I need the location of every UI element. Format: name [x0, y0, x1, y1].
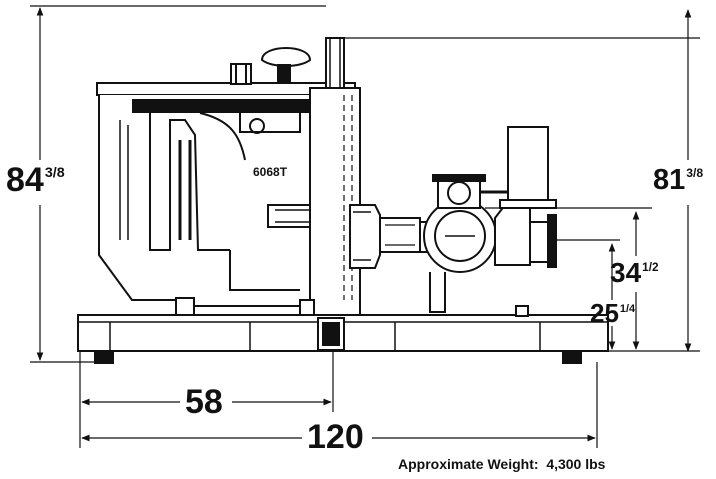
outlet-height-dimension: 341/2 [610, 257, 659, 288]
center-length-dimension: 58 [185, 383, 223, 421]
base-frame [77, 297, 609, 364]
pump [349, 126, 557, 313]
base-height-dimension: 251/4 [590, 298, 636, 328]
overall-height-dimension: 843/8 [6, 161, 65, 199]
dimension-lines [30, 5, 700, 448]
approximate-weight: Approximate Weight: 4,300 lbs [398, 456, 605, 472]
weight-caption: Approximate Weight: [398, 456, 539, 472]
air-filter [230, 47, 312, 85]
engine-model-label: 6068T [253, 165, 288, 179]
weight-value: 4,300 lbs [546, 456, 606, 472]
top-height-dimension: 813/8 [653, 164, 704, 196]
overall-length-dimension: 120 [307, 418, 364, 456]
